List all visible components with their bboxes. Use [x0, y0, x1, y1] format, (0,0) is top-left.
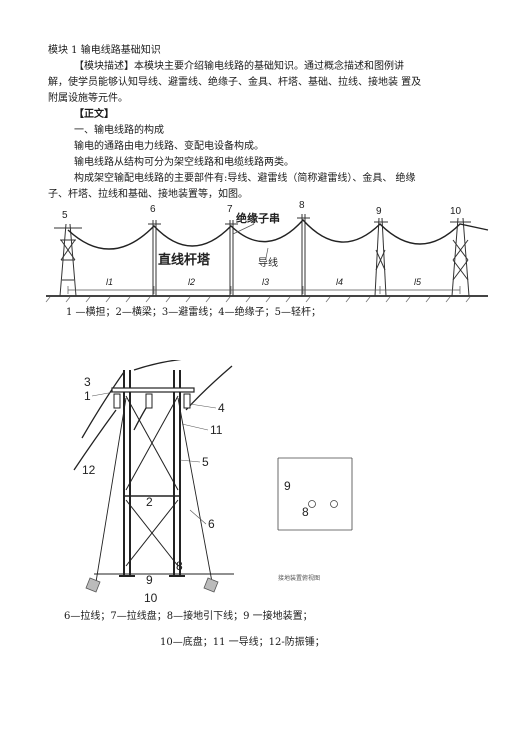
module-description-line-2: 解，使学员能够认知导线、避雷线、绝缘子、金具、杆塔、基础、拉线、接地装 置及 [48, 77, 422, 88]
module-description-line-1: 【模块描述】本模块主要介绍输电线路的基础知识。通过概念描述和图例讲 [74, 61, 404, 72]
tower-9 [374, 217, 388, 297]
guy-wires [95, 397, 213, 583]
module-description-line-3: 附属设施等元件。 [48, 93, 128, 104]
label-12: 12 [82, 463, 96, 477]
inset-pole-right [330, 500, 338, 508]
label-3: 3 [84, 375, 91, 389]
conductor-leader [265, 247, 269, 259]
x-bracing [125, 395, 179, 567]
inset-label-8: 8 [302, 505, 309, 519]
span-label-2: l2 [188, 277, 195, 287]
tower-label-8: 8 [299, 200, 305, 211]
leader-5 [179, 459, 201, 463]
tower-label-6: 6 [150, 204, 156, 215]
label-8: 8 [176, 559, 183, 573]
paragraph-1: 输电的通路由电力线路、变配电设备构成。 [74, 141, 264, 152]
label-2: 2 [146, 495, 153, 509]
ground-wires [81, 360, 182, 439]
label-9: 9 [146, 573, 153, 587]
body-heading: 【正文】 [74, 109, 114, 120]
overhead-line-figure: 5 6 7 8 9 10 绝缘子串 直线杆塔 导线 l1 l2 l3 l4 l5 [45, 200, 489, 303]
guy-anchors [85, 577, 219, 593]
label-4: 4 [218, 401, 225, 415]
grounding-topview-figure: 9 8 接地装置俯视图 [277, 457, 353, 582]
tower-structure-figure: 3 1 4 11 5 12 2 6 8 9 10 [73, 360, 234, 605]
cross-arm [111, 387, 195, 393]
conductor-sag [67, 218, 489, 250]
leader-4 [189, 403, 217, 409]
leader-11 [181, 423, 209, 431]
leader-1 [91, 391, 115, 397]
inset-caption: 接地装置俯视图 [278, 574, 320, 582]
insulator-string-label: 绝缘子串 [236, 211, 280, 225]
conductor-label: 导线 [258, 256, 278, 269]
paragraph-3-line-1: 构成架空输配电线路的主要部件有:导线、避雷线（简称避雷线）、金具、 绝缘 [74, 173, 416, 184]
label-1: 1 [84, 389, 91, 403]
figure-1-caption: 1 —横担；2—横梁；3—避雷线；4—绝缘子；5—轻杆； [66, 307, 321, 318]
span-label-3: l3 [262, 277, 269, 287]
tower-label-9: 9 [376, 206, 382, 217]
span-label-1: l1 [106, 277, 113, 287]
tower-5 [54, 223, 82, 297]
label-11: 11 [210, 423, 223, 437]
tower-6 [148, 220, 161, 296]
tower-label-7: 7 [227, 204, 233, 215]
poles [123, 370, 181, 576]
span-label-4: l4 [336, 277, 343, 287]
span-label-5: l5 [414, 277, 422, 287]
paragraph-3-line-2: 子、杆塔、拉线和基础、接地装置等，如图。 [48, 189, 248, 200]
paragraph-2: 输电线路从结构可分为架空线路和电缆线路两类。 [74, 157, 294, 168]
insulators [113, 393, 191, 409]
tower-label-10: 10 [450, 206, 462, 217]
inset-label-9: 9 [284, 479, 291, 493]
tower-10 [450, 217, 471, 297]
tower-label-5: 5 [62, 210, 68, 221]
figure-2-caption-2: 10—底盘；11 一导线；12-防振锤； [160, 637, 325, 648]
module-title: 模块 1 输电线路基础知识 [48, 45, 161, 56]
tower-8 [297, 214, 310, 296]
leader-6 [189, 509, 207, 525]
insulator-leader [232, 223, 255, 235]
figure-2-caption-1: 6—拉线；7—拉线盘；8—接地引下线；9 一接地装置； [64, 611, 313, 622]
tower-7 [225, 220, 238, 296]
label-5: 5 [202, 455, 209, 469]
label-10: 10 [144, 591, 158, 605]
ground-hatch [45, 296, 471, 303]
span-dimension [67, 286, 461, 294]
section-heading: 一、输电线路的构成 [74, 125, 164, 136]
inset-pole-left [308, 500, 316, 508]
label-6: 6 [208, 517, 215, 531]
suspension-tower-label: 直线杆塔 [158, 252, 211, 267]
